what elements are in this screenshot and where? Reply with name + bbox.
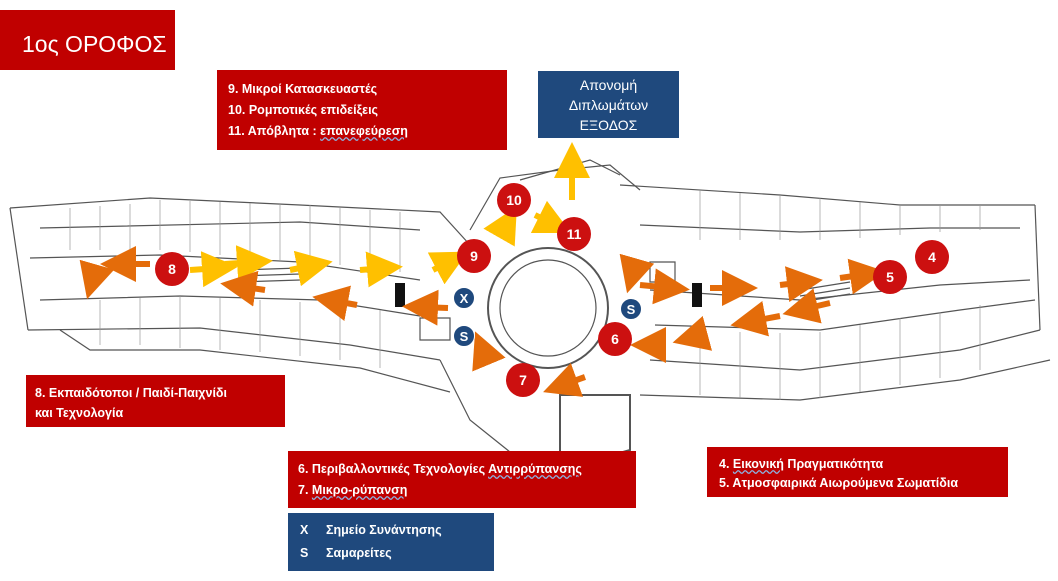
left-wing-outer-wall [9,197,471,246]
legend-symbol: S [300,546,309,560]
column [395,283,405,307]
exit-box: Απονομή Διπλωμάτων ΕΞΟΔΟΣ [538,71,679,138]
exhibits-6-7-box: 6. Περιβαλλοντικές Τεχνολογίες Αντιρρύπα… [288,451,636,508]
exhibit-8-line-1: 8. Εκπαιδότοποι / Παιδί-Παιχνίδι [35,386,227,400]
exhibits-9-11-box: 9. Μικροί Κατασκευαστές 10. Ρομποτικές ε… [217,70,507,150]
exit-line-3: ΕΞΟΔΟΣ [579,117,638,133]
exhibit-9-label: 9. Μικροί Κατασκευαστές [228,82,378,96]
right-wing-inner-wall [649,329,1041,371]
exhibit-10-label: 10. Ρομποτικές επιδείξεις [228,103,379,117]
exhibit-7-label: 7. Μικρο-ρύπανση [298,483,408,497]
floor-title: 1ος ΟΡΟΦΟΣ [0,10,175,70]
exhibit-11-label: 11. Απόβλητα : επανεφεύρεση [228,124,408,138]
exhibits-4-5-box: 4. Εικονική Πραγματικότητα 5. Ατμοσφαιρι… [707,447,1008,497]
exhibit-6-label: 6. Περιβαλλοντικές Τεχνολογίες Αντιρρύπα… [298,462,582,476]
samaritans-marker[interactable]: S [620,298,642,320]
legend-box: X Σημείο Συνάντησης S Σαμαρείτες [288,513,494,571]
marker-9[interactable]: 9 [457,239,491,273]
samaritans-marker[interactable]: S [453,325,475,347]
left-wing-inner-wall [27,327,441,361]
rotunda [487,247,609,369]
exhibit-4-label: 4. Εικονική Πραγματικότητα [719,457,884,471]
marker-5[interactable]: 5 [873,260,907,294]
marker-10[interactable]: 10 [497,183,531,217]
right-wing-outer-wall [619,184,1035,206]
legend-label: Σαμαρείτες [326,546,392,560]
exit-line-1: Απονομή [579,77,638,93]
marker-8[interactable]: 8 [155,252,189,286]
marker-6[interactable]: 6 [598,322,632,356]
legend-row-samaritans: S Σαμαρείτες [300,542,494,565]
exhibit-8-box: 8. Εκπαιδότοποι / Παιδί-Παιχνίδι και Τεχ… [26,375,285,427]
marker-7[interactable]: 7 [506,363,540,397]
legend-row-meeting-point: X Σημείο Συνάντησης [300,519,494,542]
marker-11[interactable]: 11 [557,217,591,251]
marker-4[interactable]: 4 [915,240,949,274]
exit-line-2: Διπλωμάτων [568,97,649,113]
legend-label: Σημείο Συνάντησης [326,523,442,537]
legend-symbol: X [300,523,309,537]
column [692,283,702,307]
exhibit-5-label: 5. Ατμοσφαιρικά Αιωρούμενα Σωματίδια [719,476,959,490]
meeting-point-marker[interactable]: X [453,287,475,309]
tour-route-arrows [79,246,886,397]
exhibit-8-line-2: και Τεχνολογία [35,406,124,420]
exit-route-arrows [189,142,590,288]
